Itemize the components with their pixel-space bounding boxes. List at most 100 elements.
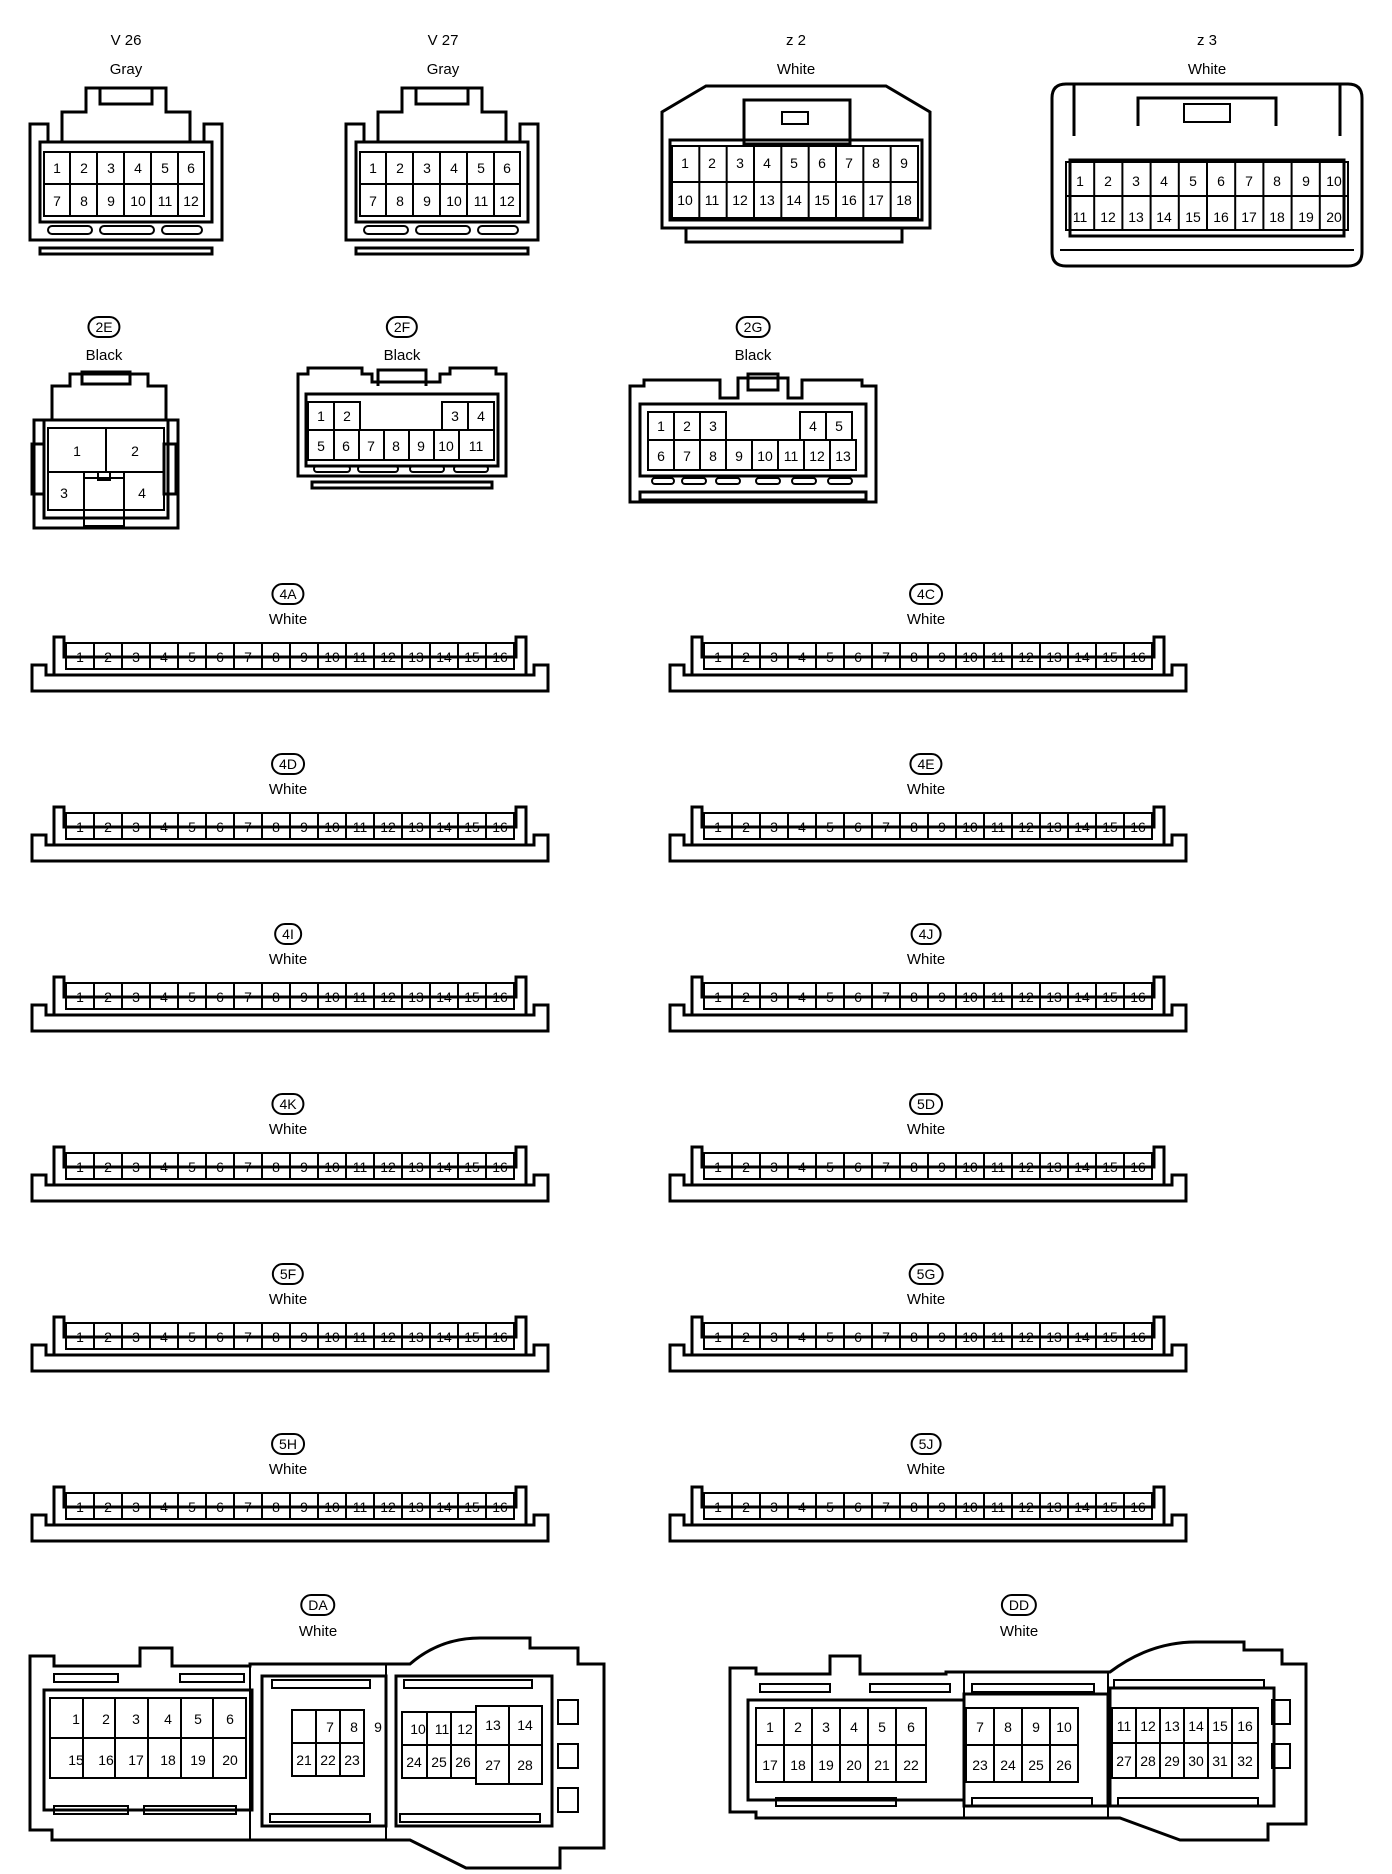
pin-4a-7: 7: [244, 649, 252, 665]
pin-5d-7: 7: [882, 1159, 890, 1175]
pin-2g-4: 4: [809, 418, 817, 434]
pin-dd-3: 3: [822, 1719, 830, 1735]
pin-4d-15: 15: [464, 819, 480, 835]
pin-5g-12: 12: [1018, 1329, 1034, 1345]
pin-da-3: 3: [132, 1711, 140, 1727]
connector-code-v26: V 26: [110, 32, 142, 49]
connector-code-4d: 4D: [271, 753, 305, 775]
pin-4d-6: 6: [216, 819, 224, 835]
pin-dd-15: 15: [1212, 1718, 1228, 1734]
connector-color-4d: White: [268, 781, 308, 798]
pin-4d-7: 7: [244, 819, 252, 835]
pin-5h-11: 11: [353, 1499, 368, 1515]
pin-4c-8: 8: [910, 649, 918, 665]
pin-da-11: 11: [435, 1721, 450, 1737]
pin-dd-29: 29: [1164, 1753, 1180, 1769]
pin-5g-11: 11: [991, 1329, 1006, 1345]
pin-4i-13: 13: [408, 989, 424, 1005]
pin-z3-8: 8: [1273, 173, 1281, 189]
pin-da-8: 8: [350, 1719, 358, 1735]
pin-da-27: 27: [485, 1757, 501, 1773]
pin-z3-16: 16: [1213, 209, 1229, 225]
pin-4c-2: 2: [742, 649, 750, 665]
pin-dd-21: 21: [874, 1757, 890, 1773]
pin-5d-2: 2: [742, 1159, 750, 1175]
pin-dd-32: 32: [1237, 1753, 1253, 1769]
pin-4e-12: 12: [1018, 819, 1034, 835]
pin-5j-15: 15: [1102, 1499, 1118, 1515]
pin-z2-14: 14: [786, 192, 802, 208]
pin-5h-5: 5: [188, 1499, 196, 1515]
pin-5d-1: 1: [714, 1159, 722, 1175]
pin-z2-16: 16: [841, 192, 857, 208]
pin-5h-9: 9: [300, 1499, 308, 1515]
pin-z2-12: 12: [732, 192, 748, 208]
pin-v27-1: 1: [369, 160, 377, 176]
pin-4c-3: 3: [770, 649, 778, 665]
pin-da-25: 25: [431, 1754, 447, 1770]
connector-code-4j: 4J: [910, 923, 942, 945]
pin-z3-17: 17: [1241, 209, 1257, 225]
pin-5g-4: 4: [798, 1329, 806, 1345]
pin-2f-2: 2: [343, 408, 351, 424]
pin-5h-7: 7: [244, 1499, 252, 1515]
pin-4k-16: 16: [492, 1159, 508, 1175]
pin-da-16: 16: [98, 1752, 114, 1768]
connector-color-4e: White: [906, 781, 946, 798]
pin-2f-4: 4: [477, 408, 485, 424]
pin-5d-14: 14: [1074, 1159, 1090, 1175]
pin-5d-4: 4: [798, 1159, 806, 1175]
pin-4i-6: 6: [216, 989, 224, 1005]
pin-2g-6: 6: [657, 448, 665, 464]
pin-5f-8: 8: [272, 1329, 280, 1345]
pin-v27-5: 5: [477, 160, 485, 176]
pin-4d-9: 9: [300, 819, 308, 835]
pin-5f-7: 7: [244, 1329, 252, 1345]
pin-z3-12: 12: [1100, 209, 1116, 225]
pin-z3-7: 7: [1245, 173, 1253, 189]
pin-5f-4: 4: [160, 1329, 168, 1345]
pin-5j-7: 7: [882, 1499, 890, 1515]
pin-dd-17: 17: [762, 1757, 778, 1773]
pin-4i-16: 16: [492, 989, 508, 1005]
pin-5f-16: 16: [492, 1329, 508, 1345]
connector-code-2f: 2F: [385, 316, 419, 338]
pin-2g-5: 5: [835, 418, 843, 434]
pin-4i-10: 10: [324, 989, 340, 1005]
pin-4i-9: 9: [300, 989, 308, 1005]
pin-5f-6: 6: [216, 1329, 224, 1345]
pin-da-24: 24: [406, 1754, 422, 1770]
connector-color-2e: Black: [85, 347, 123, 364]
pin-4i-15: 15: [464, 989, 480, 1005]
pin-5d-12: 12: [1018, 1159, 1034, 1175]
pin-4j-4: 4: [798, 989, 806, 1005]
pin-4k-14: 14: [436, 1159, 452, 1175]
pin-2g-10: 10: [757, 448, 773, 464]
pin-5j-3: 3: [770, 1499, 778, 1515]
pin-4j-15: 15: [1102, 989, 1118, 1005]
pin-v26-7: 7: [53, 193, 61, 209]
pin-4c-5: 5: [826, 649, 834, 665]
pin-4j-7: 7: [882, 989, 890, 1005]
pin-dd-5: 5: [878, 1719, 886, 1735]
pin-da-18: 18: [160, 1752, 176, 1768]
pin-2e-1: 1: [73, 443, 81, 459]
connector-color-5d: White: [906, 1121, 946, 1138]
pin-5j-5: 5: [826, 1499, 834, 1515]
pin-4a-9: 9: [300, 649, 308, 665]
pin-v26-8: 8: [80, 193, 88, 209]
pin-5g-3: 3: [770, 1329, 778, 1345]
pin-4d-12: 12: [380, 819, 396, 835]
pin-4d-8: 8: [272, 819, 280, 835]
pin-5h-16: 16: [492, 1499, 508, 1515]
connector-color-5h: White: [268, 1461, 308, 1478]
connector-color-5j: White: [906, 1461, 946, 1478]
pin-4a-15: 15: [464, 649, 480, 665]
pin-da-1: 1: [72, 1711, 80, 1727]
pin-4c-15: 15: [1102, 649, 1118, 665]
